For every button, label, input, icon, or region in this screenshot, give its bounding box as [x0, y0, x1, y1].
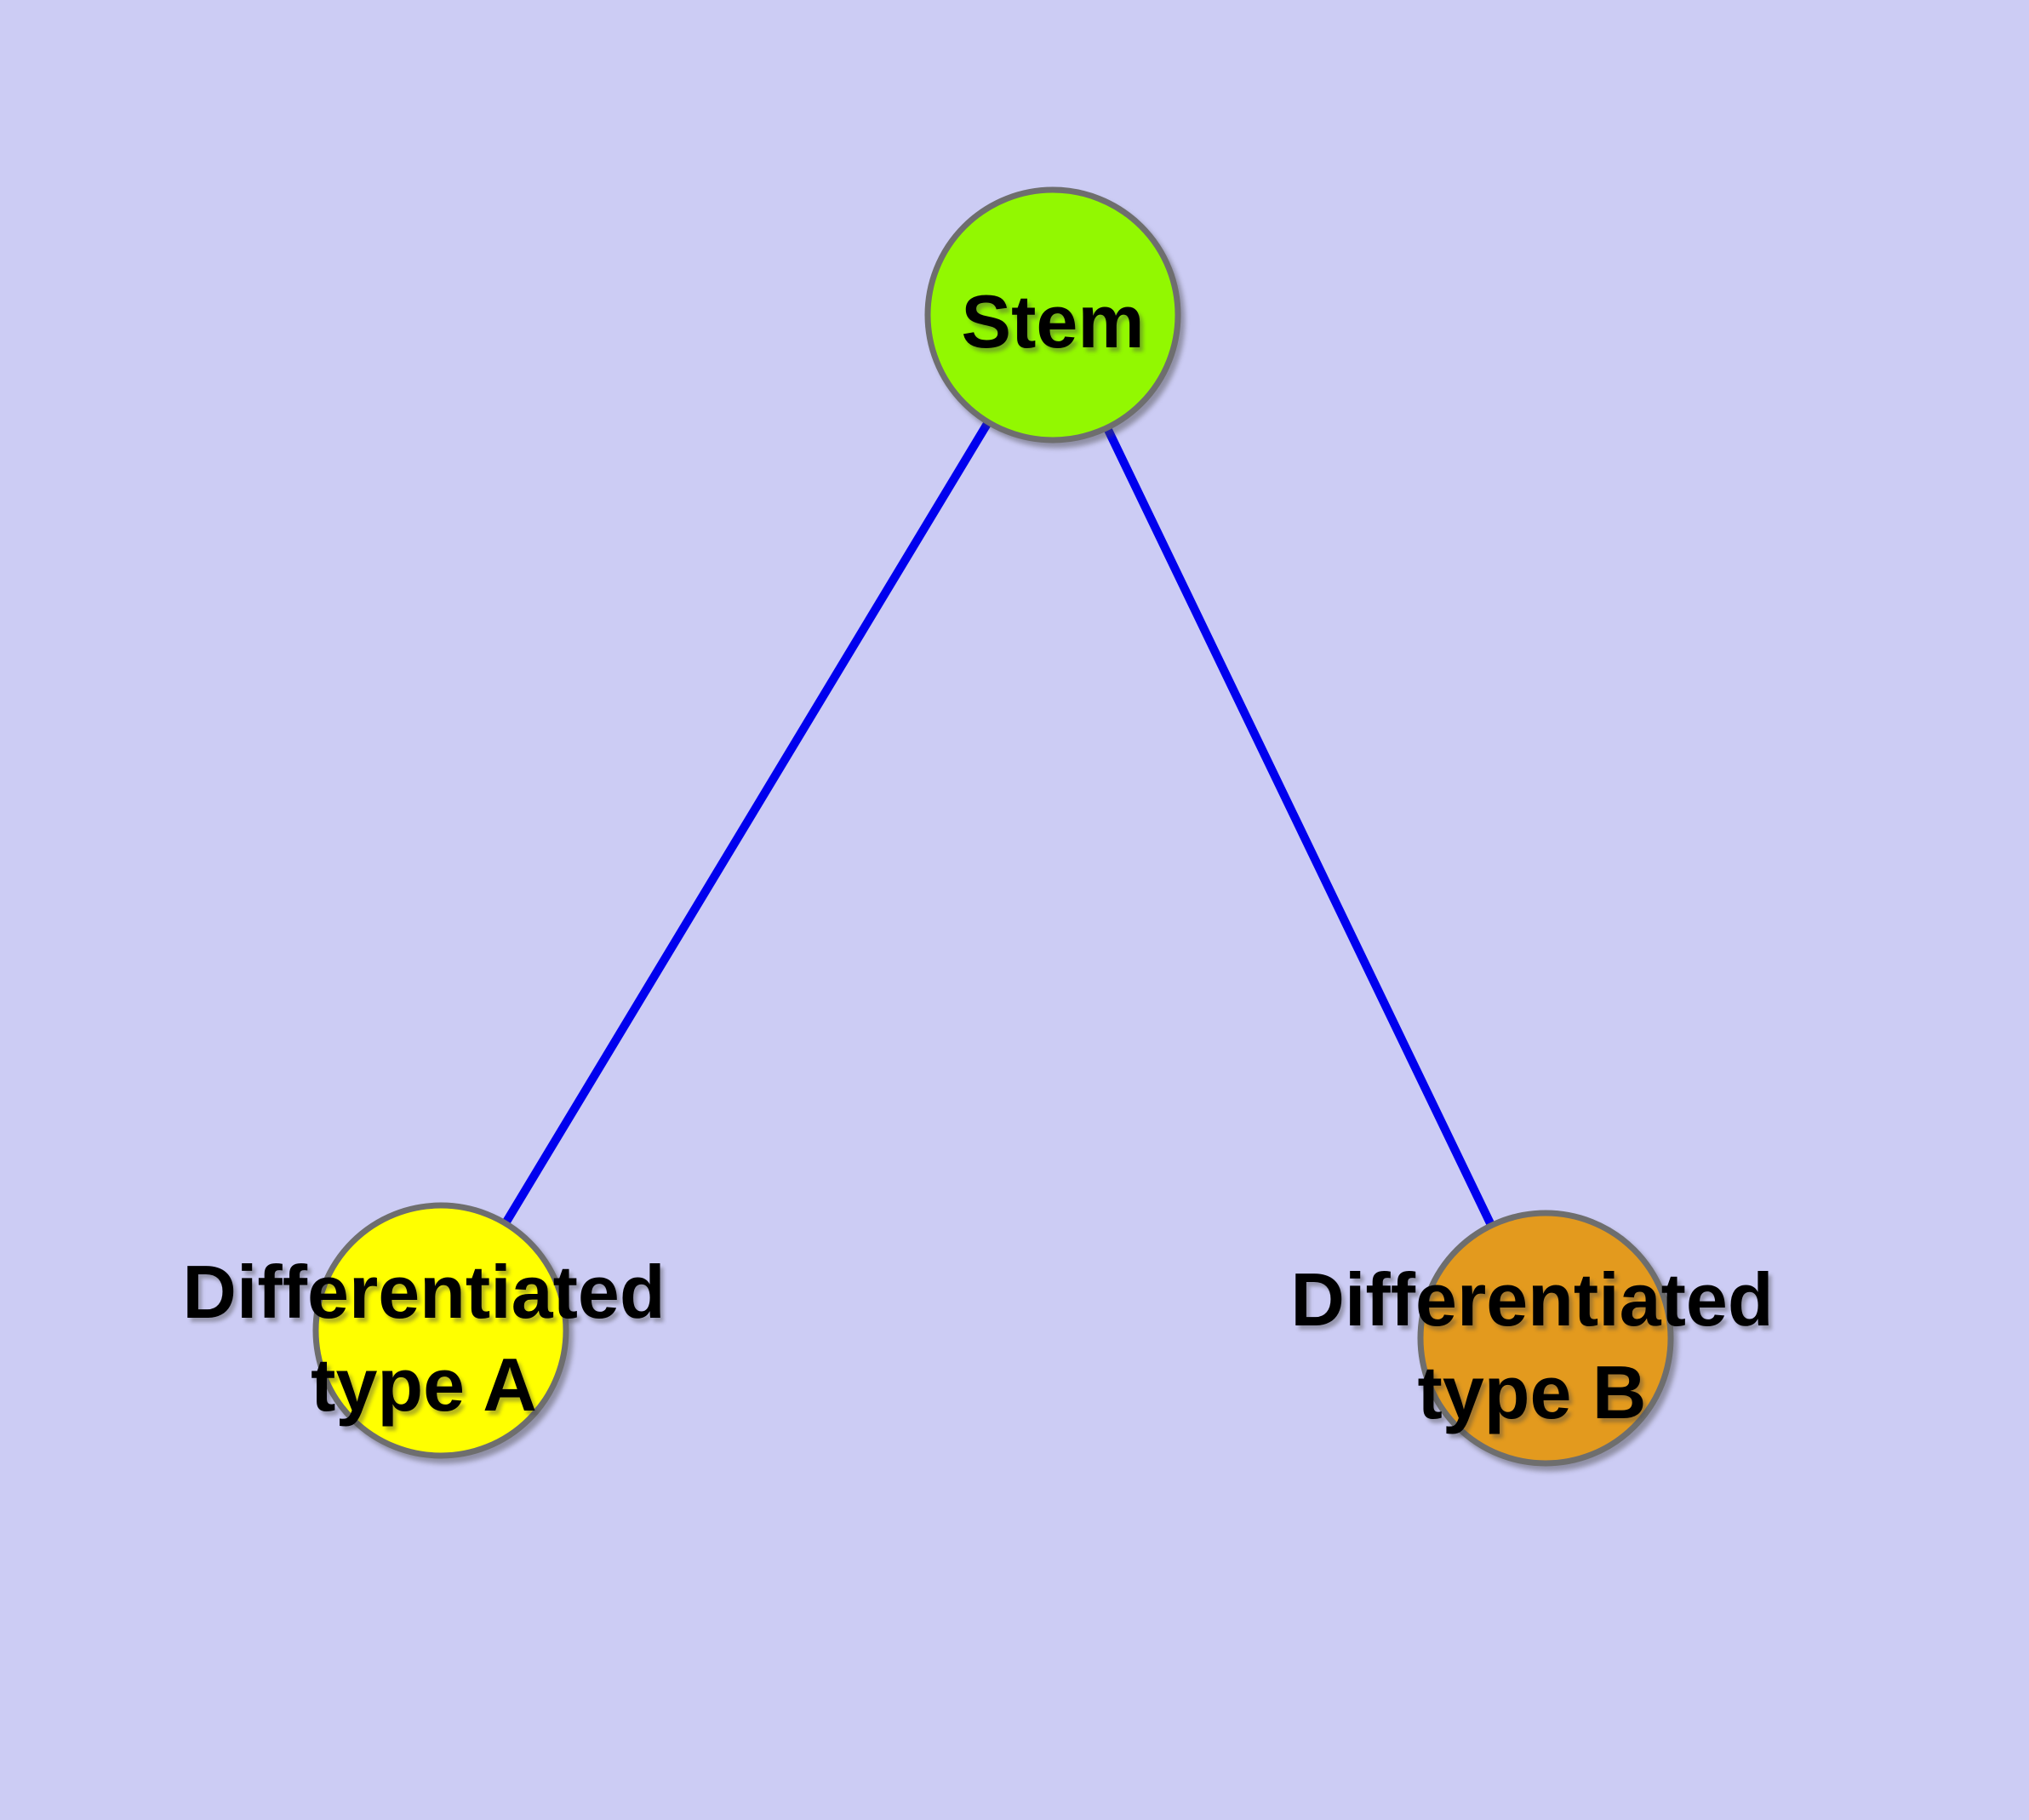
node-type-a-label-line1: Differentiated — [182, 1250, 665, 1334]
node-stem-label: Stem — [961, 279, 1144, 363]
node-stem-circle — [924, 186, 1181, 444]
edge-stem-to-type-a — [437, 311, 1057, 1335]
node-type-a-label-line2: type A — [311, 1342, 537, 1427]
node-differentiated-type-b: Differentiated type B — [1290, 1210, 1774, 1467]
edge-group — [437, 311, 1550, 1342]
node-stem: Stem — [924, 186, 1181, 444]
node-type-a-circle — [312, 1202, 569, 1459]
edge-stem-to-type-b — [1049, 311, 1550, 1342]
node-type-b-circle — [1417, 1210, 1674, 1467]
node-differentiated-type-a: Differentiated type A — [182, 1202, 666, 1459]
node-type-b-label-line1: Differentiated — [1290, 1257, 1773, 1342]
node-type-b-label-line2: type B — [1418, 1350, 1647, 1434]
